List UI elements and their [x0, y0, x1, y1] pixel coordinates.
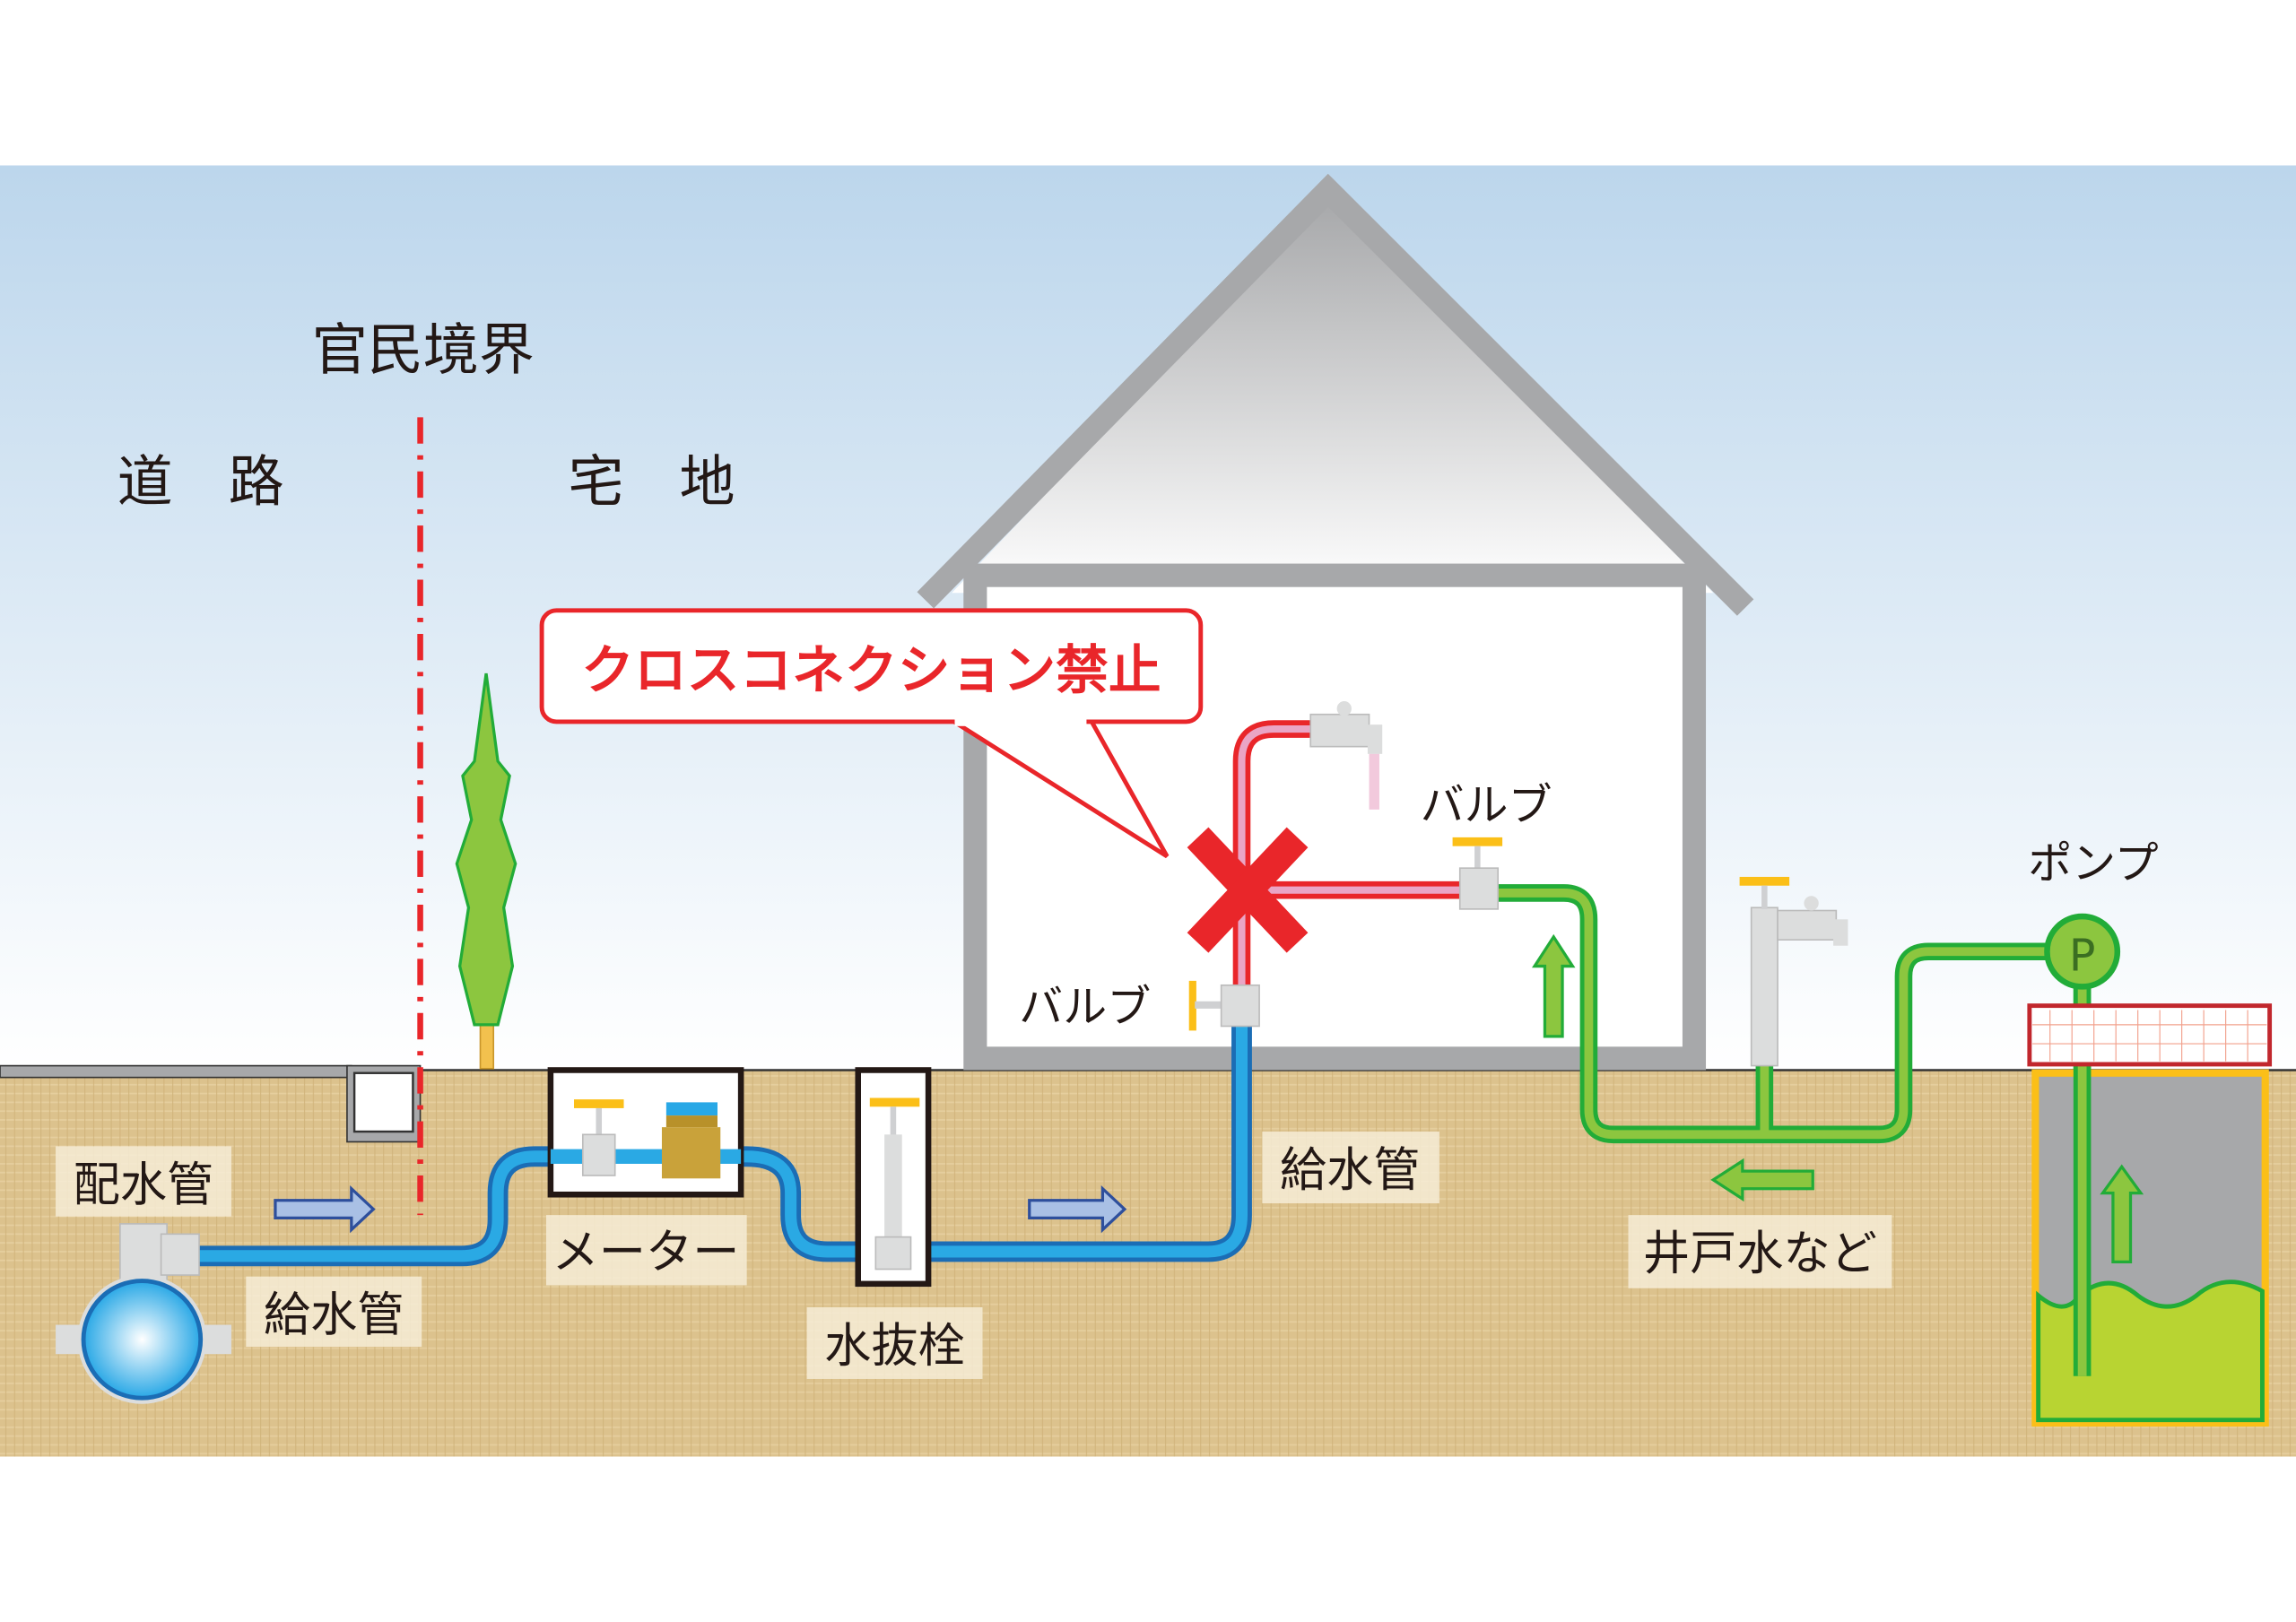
service-pipe-left-label: 給水管	[264, 1288, 404, 1342]
valve-lower-label: バルブ	[1019, 982, 1151, 1033]
service-pipe-right-label: 給水管	[1280, 1143, 1421, 1197]
distribution-main-icon	[56, 1223, 231, 1404]
meter-box	[547, 1067, 744, 1198]
flow-arrow-left	[1710, 1158, 1814, 1202]
meter-label: メーター	[552, 1226, 740, 1279]
valve-upper-label: バルブ	[1421, 779, 1552, 830]
road-label: 道 路	[117, 448, 284, 514]
valve-upper-icon	[1452, 837, 1503, 910]
house	[917, 173, 1754, 1071]
road-surface	[0, 1064, 352, 1079]
valve-lower-icon	[1188, 980, 1260, 1031]
flow-arrow-up-1	[1532, 933, 1576, 1038]
pump-symbol: P	[2069, 930, 2096, 981]
well-cover	[2027, 1003, 2273, 1067]
flow-arrow-up-2	[2100, 1164, 2144, 1263]
drain-valve-box	[855, 1067, 932, 1288]
flow-arrow-right-1	[274, 1184, 376, 1234]
cross-connection-title: クロスコネクション禁止	[581, 638, 1161, 700]
pump-label: ポンプ	[2028, 838, 2158, 889]
pump-icon: P	[2044, 913, 2121, 990]
faucet-indoor-icon	[1309, 701, 1383, 810]
tree-icon	[455, 672, 517, 1070]
water-meter-icon	[661, 1127, 721, 1179]
distribution-main-label: 配水管	[74, 1158, 214, 1212]
drain-valve-label: 水抜栓	[824, 1319, 965, 1373]
flow-arrow-right-2	[1028, 1184, 1127, 1234]
warning-callout: クロスコネクション禁止	[539, 608, 1204, 859]
outdoor-faucet-icon	[1739, 876, 1848, 1067]
prohibited-x-icon	[1187, 827, 1309, 953]
boundary-label: 官民境界	[312, 317, 535, 382]
well	[2027, 988, 2273, 1427]
residential-label: 宅 地	[568, 448, 735, 514]
well-water-label: 井戸水など	[1643, 1227, 1877, 1281]
